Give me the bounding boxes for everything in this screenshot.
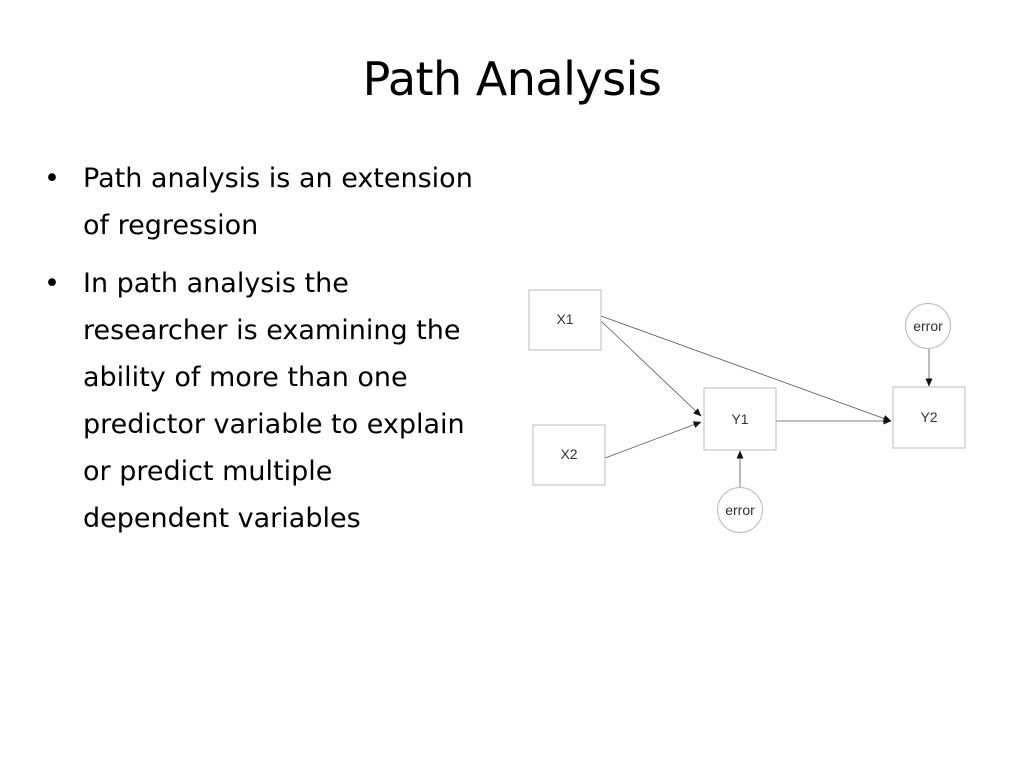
node-error-y2-label: error — [913, 318, 943, 334]
bullet-text: In path analysis the researcher is exami… — [83, 268, 465, 534]
bullet-marker: • — [44, 163, 60, 194]
node-x2-label: X2 — [560, 446, 577, 462]
node-error-y1-label: error — [725, 502, 755, 518]
slide-title: Path Analysis — [362, 52, 662, 106]
bullet-text: Path analysis is an extension of regress… — [83, 163, 473, 241]
node-error-y2: error — [905, 303, 951, 349]
node-x1: X1 — [528, 289, 602, 351]
node-y2: Y2 — [892, 386, 966, 449]
edge-x1-y1 — [600, 320, 702, 417]
bullet-item: • In path analysis the researcher is exa… — [44, 260, 476, 542]
node-x1-label: X1 — [556, 311, 573, 327]
node-y2-label: Y2 — [920, 409, 937, 425]
bullet-marker: • — [44, 268, 60, 299]
bullet-item: • Path analysis is an extension of regre… — [44, 155, 476, 249]
edge-x2-y1 — [604, 421, 702, 459]
node-x2: X2 — [532, 424, 606, 486]
node-y1: Y1 — [703, 387, 777, 451]
bullet-list: • Path analysis is an extension of regre… — [44, 155, 476, 553]
node-y1-label: Y1 — [731, 411, 748, 427]
edge-x1-y2 — [600, 315, 892, 422]
node-error-y1: error — [717, 487, 763, 533]
